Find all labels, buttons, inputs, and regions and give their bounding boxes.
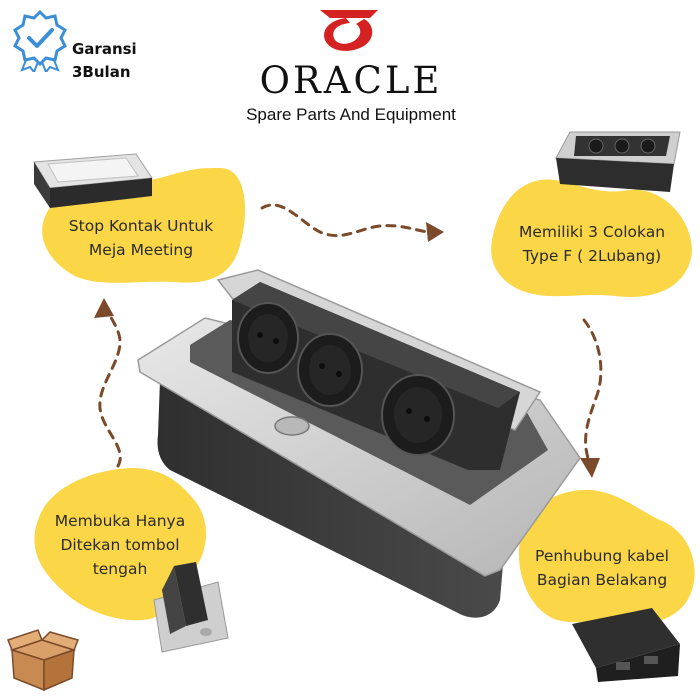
callout-top-right-line-2: Type F ( 2Lubang) (522, 247, 662, 265)
warranty-line-2: 3Bulan (72, 63, 131, 81)
outlet-1-icon (237, 302, 299, 374)
blob-bottom-right (518, 489, 695, 624)
blob-top-right (491, 179, 692, 297)
socket-housing (157, 380, 505, 618)
callout-bottom-left-line-2: Ditekan tombol (60, 536, 180, 554)
thumb-button-press (153, 562, 229, 653)
arrowhead-icon (426, 222, 444, 242)
callout-bottom-left-line-3: tengah (92, 560, 148, 578)
callout-top-right-line-1: Memiliki 3 Colokan (518, 223, 666, 241)
warranty-line-1: Garansi (72, 40, 137, 58)
thumb-open-socket (555, 131, 681, 192)
callout-bottom-right-line-2: Bagian Belakang (536, 571, 668, 589)
callout-top-left: Stop Kontak Untuk Meja Meeting (52, 214, 230, 262)
outlet-3-icon (381, 374, 455, 456)
arrow-left-upward (98, 310, 122, 468)
arrowhead-icon (94, 298, 114, 318)
callout-top-left-line-2: Meja Meeting (88, 241, 194, 259)
verified-badge-icon (13, 10, 67, 72)
brand-tagline: Spare Parts And Equipment (246, 105, 456, 124)
callout-bottom-left-line-1: Membuka Hanya (54, 512, 186, 530)
arrowhead-icon (580, 458, 600, 478)
callout-top-left-line-1: Stop Kontak Untuk (68, 217, 214, 235)
socket-panel-top (232, 282, 520, 408)
thumb-closed-socket (33, 153, 153, 208)
outlet-2-icon (297, 333, 363, 407)
callout-top-right: Memiliki 3 Colokan Type F ( 2Lubang) (500, 220, 684, 268)
callout-bottom-right-line-1: Penhubung kabel (535, 547, 669, 565)
brand-name: ORACLE (259, 59, 443, 102)
callout-bottom-right: Penhubung kabel Bagian Belakang (514, 544, 690, 592)
warranty-label: Garansi 3Bulan (72, 38, 137, 84)
cardboard-box-icon (7, 629, 80, 692)
thumb-back-connector (572, 608, 680, 682)
arrow-right-downward (582, 318, 603, 460)
callout-bottom-left: Membuka Hanya Ditekan tombol tengah (40, 509, 200, 581)
push-button (274, 416, 310, 436)
blob-bottom-left (34, 468, 207, 621)
arrow-top-left-to-right (260, 203, 430, 238)
oracle-logo-icon (320, 10, 378, 51)
